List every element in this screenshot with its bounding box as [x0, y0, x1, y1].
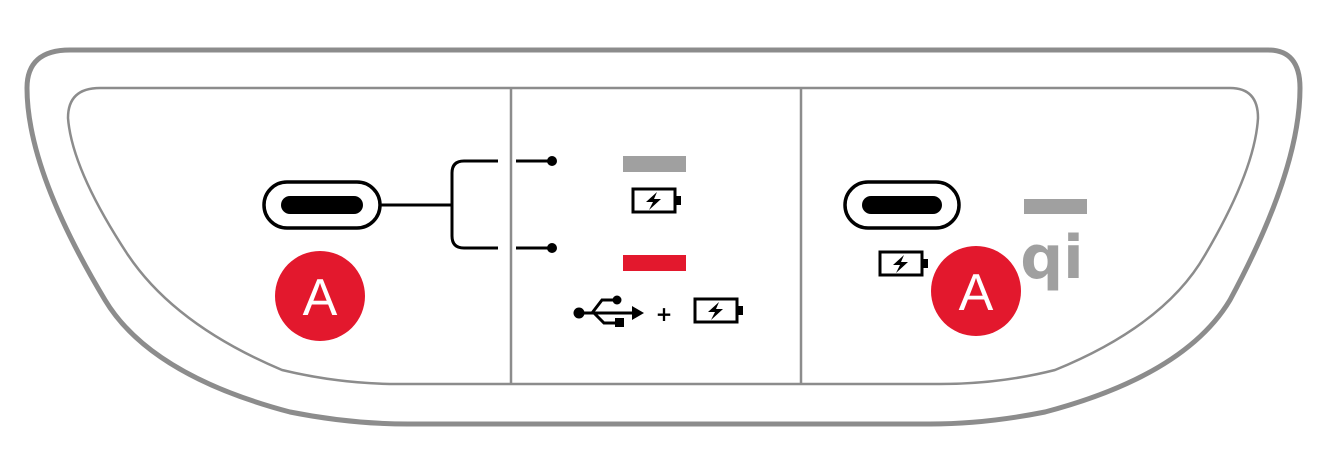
right-usb-c-port: [843, 180, 961, 230]
right-badge-label: A: [959, 264, 994, 322]
usb-icon: [573, 295, 644, 327]
gray-indicator-bar: [623, 156, 686, 172]
left-usb-c-port: [262, 180, 382, 230]
battery-charging-icon: [631, 187, 681, 214]
red-indicator-bar: [623, 255, 686, 271]
right-gray-indicator-bar: [1024, 199, 1087, 214]
left-badge: A: [275, 251, 365, 341]
right-battery-charging-icon: [878, 250, 928, 277]
connector-tick-bottom: [516, 243, 557, 253]
right-badge: A: [931, 246, 1021, 336]
connector-tick-top: [516, 156, 557, 166]
qi-wireless-icon: qi: [1020, 223, 1084, 293]
port-bracket-connector: [380, 159, 498, 250]
left-badge-label: A: [303, 269, 338, 327]
battery-charging-icon-red: [693, 297, 743, 324]
usb-plus-battery-plus: +: [656, 302, 673, 326]
